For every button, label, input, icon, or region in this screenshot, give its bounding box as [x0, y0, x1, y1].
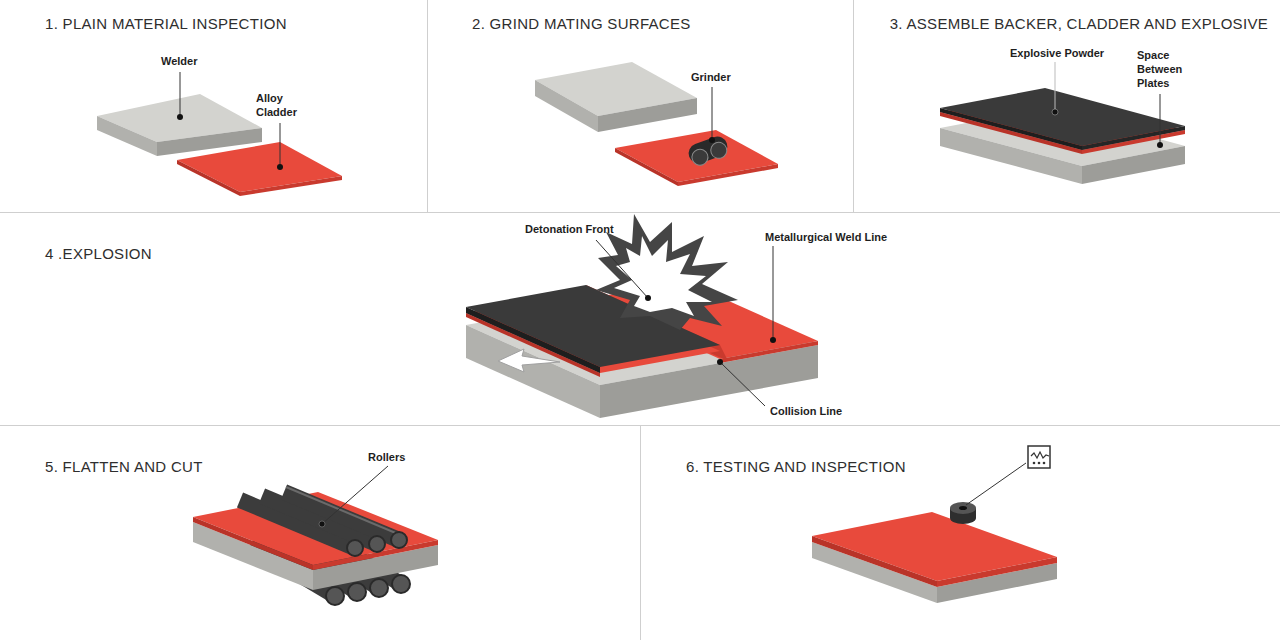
- leader-dot: [177, 114, 183, 120]
- divider-line: [0, 425, 1280, 426]
- callout-label: Collision Line: [770, 404, 842, 418]
- explosive-layer: [1082, 126, 1185, 150]
- callout-label: Rollers: [368, 450, 405, 464]
- panel-heading: 3. ASSEMBLE BACKER, CLADDER AND EXPLOSIV…: [890, 15, 1268, 33]
- backer-plate: [535, 80, 598, 132]
- clad-plate: [812, 512, 1057, 581]
- explosive-layer: [940, 88, 1185, 146]
- ultrasonic-probe: [950, 502, 976, 514]
- cladder-plate: [678, 164, 778, 186]
- explosive-layer: [466, 307, 600, 373]
- leader-line: [966, 463, 1026, 505]
- grinder-wheel: [690, 147, 711, 168]
- callout-label: Alloy Cladder: [256, 91, 308, 119]
- leader-line: [322, 466, 388, 524]
- callout-label: Explosive Powder: [1010, 46, 1104, 60]
- process-panel: 5. FLATTEN AND CUT: [0, 425, 640, 640]
- roller-end: [392, 575, 410, 593]
- roller-end: [348, 583, 366, 601]
- panel-heading: 4 .EXPLOSION: [45, 245, 152, 263]
- leader-dot: [1157, 142, 1163, 148]
- divider-line: [427, 0, 428, 212]
- panel-heading: 1. PLAIN MATERIAL INSPECTION: [45, 15, 287, 33]
- leader-line: [773, 246, 774, 340]
- process-panel: 1. PLAIN MATERIAL INSPECTION: [0, 0, 427, 212]
- leader-dot: [277, 164, 283, 170]
- monitor-dot: [1043, 462, 1046, 465]
- divider-line: [640, 426, 641, 640]
- roller: [284, 492, 399, 540]
- cladder-plate: [240, 176, 342, 196]
- explosive-layer: [940, 108, 1082, 150]
- welder-plate: [97, 116, 157, 156]
- callout-label: Welder: [161, 54, 197, 68]
- leader-dot: [709, 137, 715, 143]
- clad-plate: [193, 492, 438, 565]
- divider-line: [853, 0, 854, 212]
- monitor-dot: [1038, 462, 1041, 465]
- process-panel: 6. TESTING AND INSPECTION: [640, 425, 1280, 640]
- monitor-dot: [1033, 462, 1036, 465]
- cladder-plate: [615, 148, 678, 186]
- explosion-burst: [596, 214, 738, 330]
- leader-dot: [717, 359, 723, 365]
- grinder-body: [686, 134, 730, 166]
- callout-label: Metallurgical Weld Line: [765, 230, 887, 244]
- backer-plate: [598, 98, 697, 132]
- roller-end: [369, 536, 385, 552]
- ultrasonic-probe: [959, 506, 967, 510]
- grinder-wheel: [709, 140, 730, 161]
- callout-label: Space Between Plates: [1137, 48, 1191, 90]
- leader-line: [596, 240, 648, 298]
- process-panel: 2. GRIND MATING SURFACES: [427, 0, 853, 212]
- cladder-plate: [177, 160, 240, 196]
- panel-heading: 6. TESTING AND INSPECTION: [686, 458, 906, 476]
- divider-line: [0, 212, 1280, 213]
- monitor-wave: [1031, 452, 1049, 458]
- backer-plate: [1082, 146, 1185, 184]
- panel-heading: 5. FLATTEN AND CUT: [45, 458, 203, 476]
- leader-line: [180, 72, 181, 117]
- clad-plate: [812, 536, 937, 587]
- roller-highlight: [286, 487, 398, 534]
- clad-plate: [937, 557, 1057, 587]
- leader-line: [280, 123, 281, 167]
- roller-end: [347, 540, 363, 556]
- cladder-plate: [177, 142, 342, 192]
- leader-line: [712, 87, 713, 140]
- leader-dot: [1052, 109, 1058, 115]
- welded-cladder: [720, 341, 818, 363]
- leader-dot: [770, 337, 776, 343]
- leader-dot: [645, 295, 651, 301]
- process-panel: 3. ASSEMBLE BACKER, CLADDER AND EXPLOSIV…: [853, 0, 1280, 212]
- leader-dot: [319, 521, 325, 527]
- roller-end: [370, 579, 388, 597]
- leader-line: [1160, 94, 1161, 145]
- leader-line: [720, 362, 765, 406]
- leader-line: [1055, 62, 1056, 112]
- panel-heading: 2. GRIND MATING SURFACES: [472, 15, 691, 33]
- callout-label: Detonation Front: [525, 222, 614, 236]
- roller-end: [391, 532, 407, 548]
- callout-label: Grinder: [691, 70, 731, 84]
- process-panel: 4 .EXPLOSION: [0, 212, 1280, 425]
- roller-end: [326, 587, 344, 605]
- monitor-icon: [1028, 446, 1050, 468]
- cladder-plate: [615, 130, 778, 182]
